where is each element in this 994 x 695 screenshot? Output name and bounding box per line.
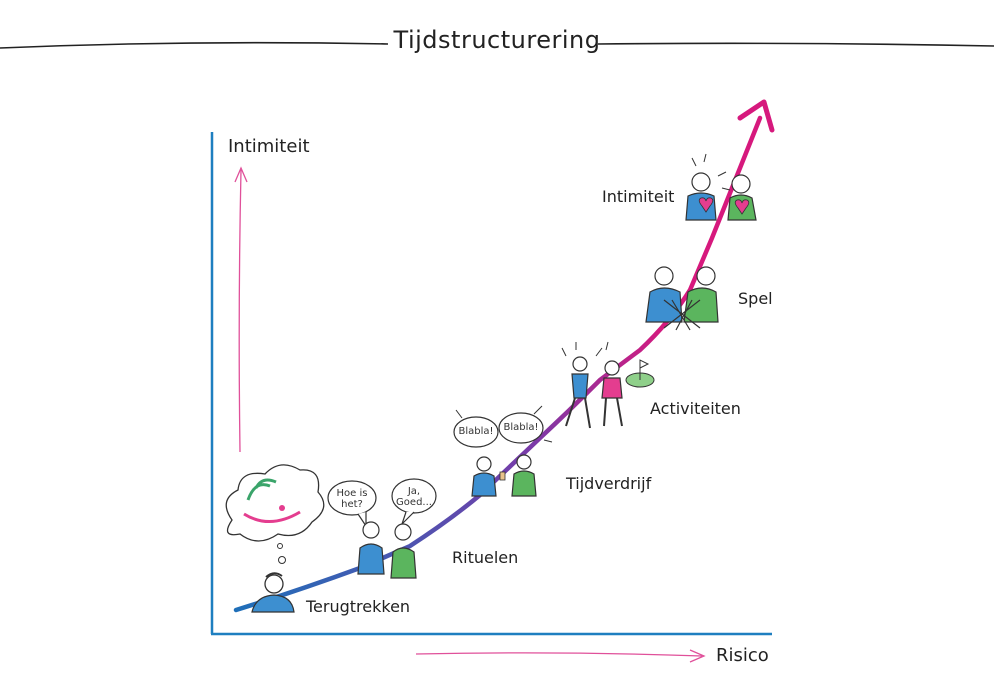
palm-tree-icon xyxy=(246,478,277,501)
speech-bubble-blabla-right xyxy=(498,412,544,444)
rituelen-illustration xyxy=(327,478,437,579)
intimiteit-illustration xyxy=(685,153,757,221)
speech-bubble-blabla-left xyxy=(453,416,499,448)
bubble-text-ja-goed: Ja, Goed... xyxy=(396,486,432,508)
hammock-icon xyxy=(243,510,301,523)
spel-illustration xyxy=(645,266,719,331)
person-body xyxy=(251,594,295,613)
stage-label-spel: Spel xyxy=(738,289,773,308)
y-axis-direction-arrow xyxy=(234,166,248,453)
bubble-text-blabla-left: Blabla! xyxy=(458,426,494,437)
thought-cloud xyxy=(225,464,325,542)
x-axis-label: Risico xyxy=(716,645,769,666)
y-axis-label: Intimiteit xyxy=(228,136,310,157)
bubble-text-blabla-right: Blabla! xyxy=(503,422,539,433)
speech-bubble-left xyxy=(327,480,377,516)
stage-label-intimiteit: Intimiteit xyxy=(602,187,675,206)
title-rule-left xyxy=(0,41,389,49)
title-rule-right xyxy=(597,42,994,47)
speech-bubble-right xyxy=(391,478,437,514)
curve-arrowhead xyxy=(737,99,775,133)
progression-curve xyxy=(233,115,763,613)
tangled-hands-icon xyxy=(663,299,701,331)
terugtrekken-illustration xyxy=(225,464,325,613)
tijdverdrijf-illustration xyxy=(453,405,553,497)
heart-icon xyxy=(698,197,714,213)
activiteiten-illustration xyxy=(561,341,655,429)
person-head xyxy=(264,574,284,594)
bubble-text-hoe-is-het: Hoe is het? xyxy=(336,488,368,510)
x-axis-direction-arrow xyxy=(415,649,706,663)
stage-label-terugtrekken: Terugtrekken xyxy=(306,597,411,616)
stage-label-rituelen: Rituelen xyxy=(452,548,519,567)
heart-icon xyxy=(734,199,750,215)
stage-label-tijdverdrijf: Tijdverdrijf xyxy=(566,474,652,493)
stage-label-activiteiten: Activiteiten xyxy=(650,399,741,418)
